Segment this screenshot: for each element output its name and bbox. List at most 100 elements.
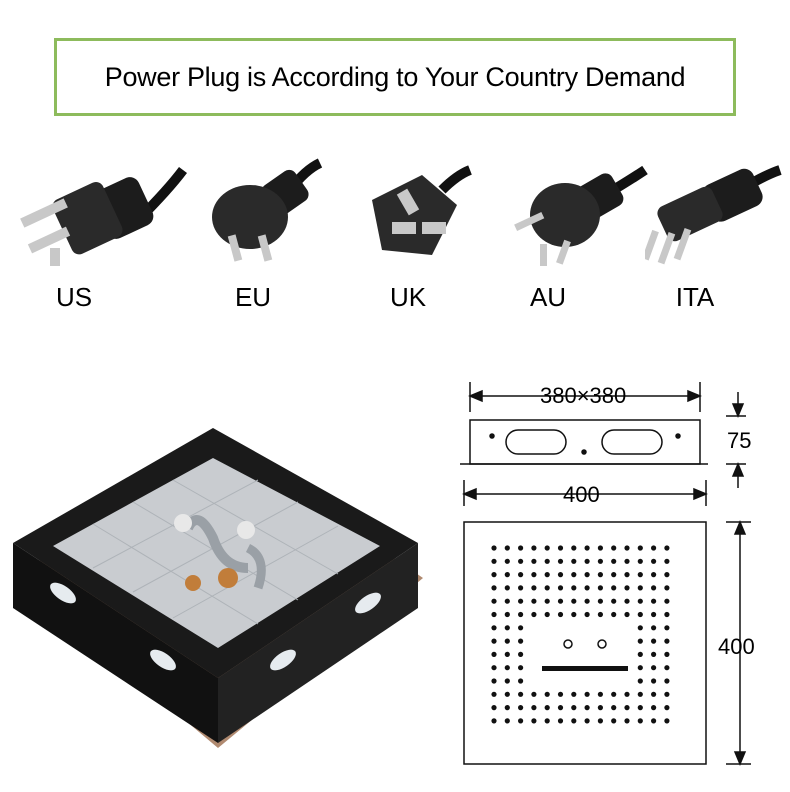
nozzle-dot bbox=[584, 691, 590, 697]
nozzle-dot bbox=[518, 718, 524, 724]
nozzle-dot bbox=[651, 625, 657, 631]
nozzle-dot bbox=[504, 598, 510, 604]
nozzle-dot bbox=[491, 585, 497, 591]
banner-title: Power Plug is According to Your Country … bbox=[54, 38, 736, 116]
nozzle-dot bbox=[637, 572, 643, 578]
nozzle-dot bbox=[664, 678, 670, 684]
nozzle-dot bbox=[544, 691, 550, 697]
nozzle-dot bbox=[557, 611, 564, 618]
nozzle-dot bbox=[597, 611, 603, 618]
nozzle-dot bbox=[651, 545, 657, 551]
height-label: 75 bbox=[727, 428, 752, 453]
ita-plug-icon bbox=[645, 165, 782, 265]
nozzle-dot bbox=[651, 638, 657, 644]
nozzle-dot bbox=[651, 718, 657, 724]
nozzle-dot bbox=[491, 691, 497, 697]
nozzle-dot bbox=[597, 691, 603, 697]
nozzle-dot bbox=[624, 611, 630, 618]
nozzle-dot bbox=[491, 705, 497, 711]
nozzle-dot bbox=[624, 558, 630, 564]
nozzle-dot bbox=[504, 691, 510, 697]
nozzle-dot bbox=[611, 558, 617, 564]
nozzle-dot bbox=[637, 651, 643, 657]
nozzle-dot bbox=[504, 558, 510, 564]
nozzle-dot bbox=[664, 585, 670, 591]
nozzle-dot bbox=[491, 665, 497, 671]
uk-plug-icon bbox=[372, 165, 472, 255]
nozzle-dot bbox=[504, 665, 510, 671]
au-label: AU bbox=[529, 282, 567, 312]
nozzle-dot bbox=[624, 705, 630, 711]
nozzle-dot bbox=[557, 718, 564, 724]
nozzle-dot bbox=[557, 545, 564, 551]
nozzle-dot bbox=[664, 598, 670, 604]
nozzle-dot bbox=[611, 718, 617, 724]
shower-head-product-image bbox=[13, 428, 423, 748]
nozzle-dot bbox=[531, 585, 537, 591]
nozzle-dot bbox=[637, 625, 643, 631]
nozzle-dot bbox=[611, 705, 617, 711]
nozzle-dot bbox=[584, 585, 590, 591]
nozzle-dot bbox=[504, 611, 510, 618]
nozzle-dot bbox=[584, 545, 590, 551]
nozzle-dot bbox=[557, 691, 564, 697]
nozzle-dot bbox=[624, 598, 630, 604]
nozzle-dot bbox=[571, 611, 577, 618]
nozzle-dot bbox=[518, 611, 524, 618]
nozzle-dot bbox=[624, 718, 630, 724]
nozzle-dot bbox=[637, 691, 643, 697]
nozzle-dot bbox=[637, 598, 643, 604]
nozzle-dot bbox=[491, 638, 497, 644]
uk-label: UK bbox=[389, 282, 427, 312]
nozzle-dot bbox=[504, 678, 510, 684]
nozzle-dot bbox=[504, 585, 510, 591]
dimension-diagram bbox=[460, 382, 751, 766]
nozzle-dot bbox=[571, 705, 577, 711]
nozzle-dot bbox=[557, 558, 564, 564]
nozzle-dot bbox=[557, 572, 564, 578]
nozzle-dot bbox=[544, 718, 550, 724]
au-plug-icon bbox=[514, 165, 648, 266]
nozzle-dot bbox=[664, 718, 670, 724]
nozzle-dot bbox=[571, 691, 577, 697]
nozzle-dot bbox=[637, 545, 643, 551]
nozzle-dot bbox=[544, 598, 550, 604]
nozzle-dot bbox=[518, 705, 524, 711]
nozzle-dot bbox=[624, 585, 630, 591]
nozzle-dot bbox=[597, 718, 603, 724]
nozzle-dot bbox=[664, 625, 670, 631]
nozzle-dot bbox=[651, 572, 657, 578]
nozzle-dot bbox=[637, 678, 643, 684]
nozzle-dot bbox=[491, 625, 497, 631]
nozzle-dot bbox=[531, 718, 537, 724]
nozzle-dot bbox=[531, 558, 537, 564]
nozzle-dot bbox=[518, 638, 524, 644]
nozzle-dot bbox=[504, 638, 510, 644]
nozzle-dot bbox=[571, 718, 577, 724]
nozzle-dot bbox=[504, 625, 510, 631]
nozzle-dot bbox=[584, 705, 590, 711]
nozzle-dot bbox=[611, 611, 617, 618]
nozzle-dot bbox=[544, 585, 550, 591]
nozzle-dot bbox=[651, 558, 657, 564]
nozzle-dot bbox=[571, 545, 577, 551]
nozzle-dot bbox=[597, 598, 603, 604]
nozzle-dot bbox=[518, 598, 524, 604]
nozzle-dot bbox=[491, 611, 497, 618]
nozzle-dot bbox=[664, 572, 670, 578]
nozzle-dot bbox=[557, 585, 564, 591]
nozzle-dot bbox=[531, 691, 537, 697]
us-plug-icon bbox=[20, 166, 187, 266]
nozzle-dot bbox=[651, 611, 657, 618]
nozzle-dot bbox=[518, 572, 524, 578]
nozzle-dot bbox=[611, 572, 617, 578]
nozzle-dot bbox=[664, 691, 670, 697]
nozzle-dot bbox=[584, 718, 590, 724]
nozzle-dot bbox=[491, 558, 497, 564]
nozzle-dot bbox=[491, 718, 497, 724]
nozzle-dot bbox=[571, 598, 577, 604]
nozzle-dot bbox=[531, 705, 537, 711]
nozzle-dot bbox=[637, 705, 643, 711]
nozzle-dot bbox=[544, 558, 550, 564]
nozzle-dot bbox=[624, 572, 630, 578]
